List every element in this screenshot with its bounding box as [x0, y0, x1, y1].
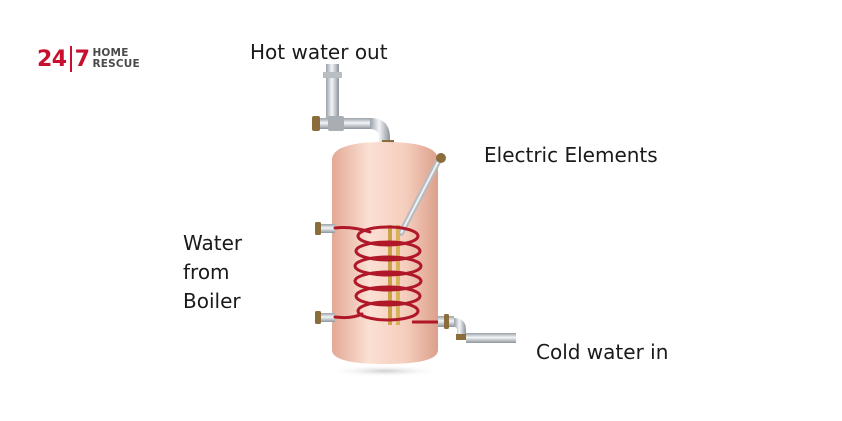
logo-divider	[69, 46, 72, 72]
label-line: Boiler	[183, 289, 241, 313]
label-line: Water	[183, 231, 243, 255]
logo-word-home: HOME	[92, 47, 129, 59]
logo-word-rescue: RESCUE	[92, 58, 140, 70]
label-electric-elements: Electric Elements	[484, 143, 658, 167]
label-line: from	[183, 260, 230, 284]
logo-number-7: 7	[74, 46, 90, 72]
hot-water-pipe	[312, 64, 394, 148]
heating-coil	[333, 225, 423, 322]
cold-water-pipe	[412, 314, 516, 343]
label-cold-water-in: Cold water in	[536, 340, 669, 364]
cylinder-tank	[332, 142, 438, 364]
label-hot-water-out: Hot water out	[250, 40, 388, 64]
label-water-from-boiler: Water from Boiler	[183, 229, 293, 316]
logo-wordmark: HOME RESCUE	[92, 48, 139, 70]
logo-number-24: 24	[37, 46, 67, 72]
boiler-flow-connection	[315, 222, 335, 235]
tank-shadow	[327, 365, 443, 377]
boiler-return-connection	[315, 311, 335, 324]
brand-logo: 24 7 HOME RESCUE	[37, 44, 140, 74]
electric-element	[398, 153, 446, 236]
